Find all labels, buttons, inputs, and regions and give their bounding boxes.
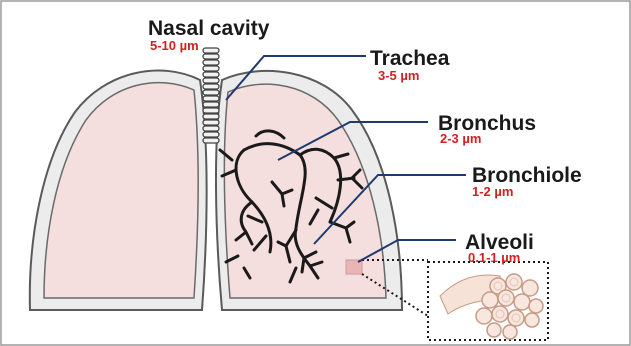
alveoli-inset (440, 274, 543, 339)
label-nasal-cavity-size: 5-10 µm (150, 39, 199, 52)
label-trachea-name: Trachea (370, 48, 449, 69)
trachea-rings (203, 48, 219, 143)
label-bronchiole-size: 1-2 µm (472, 185, 513, 198)
label-alveoli-size: 0.1-1 µm (468, 251, 520, 264)
left-lung (44, 83, 198, 298)
label-trachea-size: 3-5 µm (378, 69, 419, 82)
label-bronchus-size: 2-3 µm (440, 132, 481, 145)
label-bronchiole-name: Bronchiole (472, 165, 582, 186)
label-nasal-cavity-name: Nasal cavity (148, 18, 269, 39)
